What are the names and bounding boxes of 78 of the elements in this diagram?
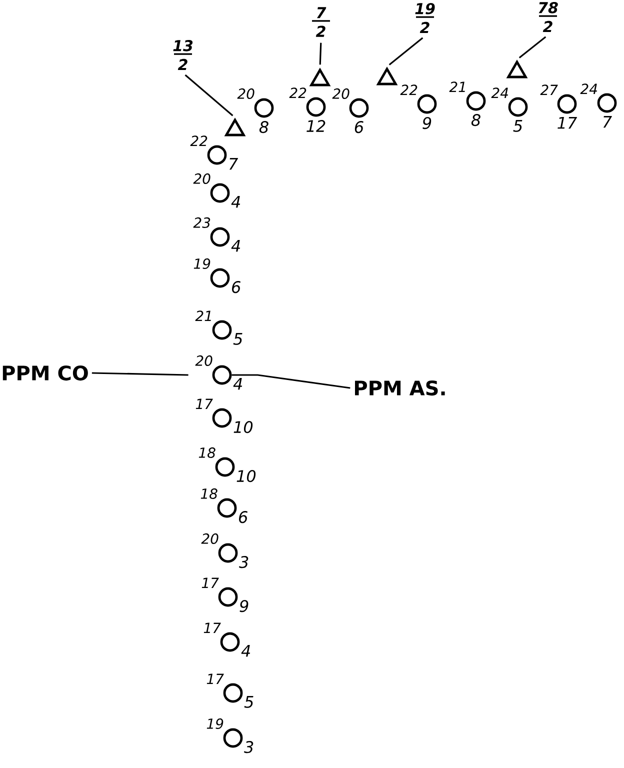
as-value: 4 <box>231 240 240 252</box>
leader-line <box>232 374 350 389</box>
co-value: 20 <box>195 355 212 366</box>
sample-circle <box>417 94 437 114</box>
sample-circle <box>223 728 243 748</box>
as-value: 5 <box>513 120 522 132</box>
co-value: 18 <box>200 488 218 499</box>
sample-circle <box>210 183 230 203</box>
as-value: 8 <box>259 121 268 134</box>
sample-circle <box>210 227 230 247</box>
co-value: 27 <box>540 84 558 95</box>
as-value: 3 <box>244 741 254 754</box>
fraction-label: 78 2 <box>538 2 558 32</box>
as-value: 10 <box>236 470 256 482</box>
co-value: 19 <box>206 718 224 730</box>
sample-circle <box>557 94 577 114</box>
co-value: 19 <box>194 258 210 269</box>
sample-circle <box>212 365 232 385</box>
as-value: 9 <box>422 117 432 130</box>
co-value: 17 <box>206 674 224 684</box>
as-value: 6 <box>354 121 364 134</box>
sample-circle <box>215 457 235 477</box>
axis-label: PPM CO <box>2 365 88 381</box>
co-value: 22 <box>289 88 306 98</box>
leader-line <box>92 372 188 376</box>
sample-circle <box>212 408 232 428</box>
leader-line <box>388 37 424 66</box>
as-value: 6 <box>239 511 248 524</box>
sample-circle <box>207 145 227 165</box>
fraction-label: 7 2 <box>312 7 330 37</box>
sample-circle <box>223 683 243 703</box>
co-value: 24 <box>580 84 597 94</box>
sample-circle <box>349 98 369 118</box>
as-value: 17 <box>558 117 578 129</box>
co-value: 23 <box>193 217 210 228</box>
as-value: 4 <box>233 378 242 390</box>
co-value: 21 <box>195 310 211 321</box>
fraction-label: 13 2 <box>173 40 193 70</box>
as-value: 8 <box>471 114 480 126</box>
sample-circle <box>212 320 232 340</box>
as-value: 4 <box>231 196 240 208</box>
sample-circle <box>466 91 486 111</box>
as-value: 12 <box>306 120 326 132</box>
axis-label: PPM AS. <box>355 380 445 396</box>
sample-circle <box>254 98 274 118</box>
as-value: 5 <box>244 696 254 708</box>
co-value: 20 <box>201 533 218 544</box>
co-value: 17 <box>202 578 219 588</box>
co-value: 20 <box>332 88 350 99</box>
sample-circle <box>210 268 230 288</box>
as-value: 7 <box>603 116 612 128</box>
as-value: 3 <box>239 556 248 568</box>
as-value: 10 <box>234 421 253 434</box>
sample-circle <box>218 587 238 607</box>
sample-circle <box>218 543 238 563</box>
co-value: 17 <box>204 622 221 633</box>
as-value: 9 <box>240 600 248 612</box>
leader-line <box>319 42 322 65</box>
as-value: 5 <box>233 333 242 345</box>
sample-circle <box>220 632 240 652</box>
as-value: 7 <box>230 158 238 170</box>
co-value: 22 <box>190 136 208 146</box>
leader-line <box>184 74 234 116</box>
as-value: 6 <box>232 281 240 294</box>
fraction-label: 19 2 <box>415 2 435 34</box>
co-value: 20 <box>237 88 254 99</box>
co-value: 22 <box>400 84 418 95</box>
sample-circle <box>508 97 528 117</box>
co-value: 24 <box>491 88 508 98</box>
as-value: 4 <box>241 645 250 657</box>
leader-line <box>518 36 546 58</box>
co-value: 18 <box>198 447 216 458</box>
co-value: 21 <box>449 82 465 92</box>
sample-circle <box>217 498 237 518</box>
co-value: 20 <box>193 173 210 184</box>
sample-circle <box>597 93 617 113</box>
sample-circle <box>306 97 326 117</box>
co-value: 17 <box>196 398 213 409</box>
